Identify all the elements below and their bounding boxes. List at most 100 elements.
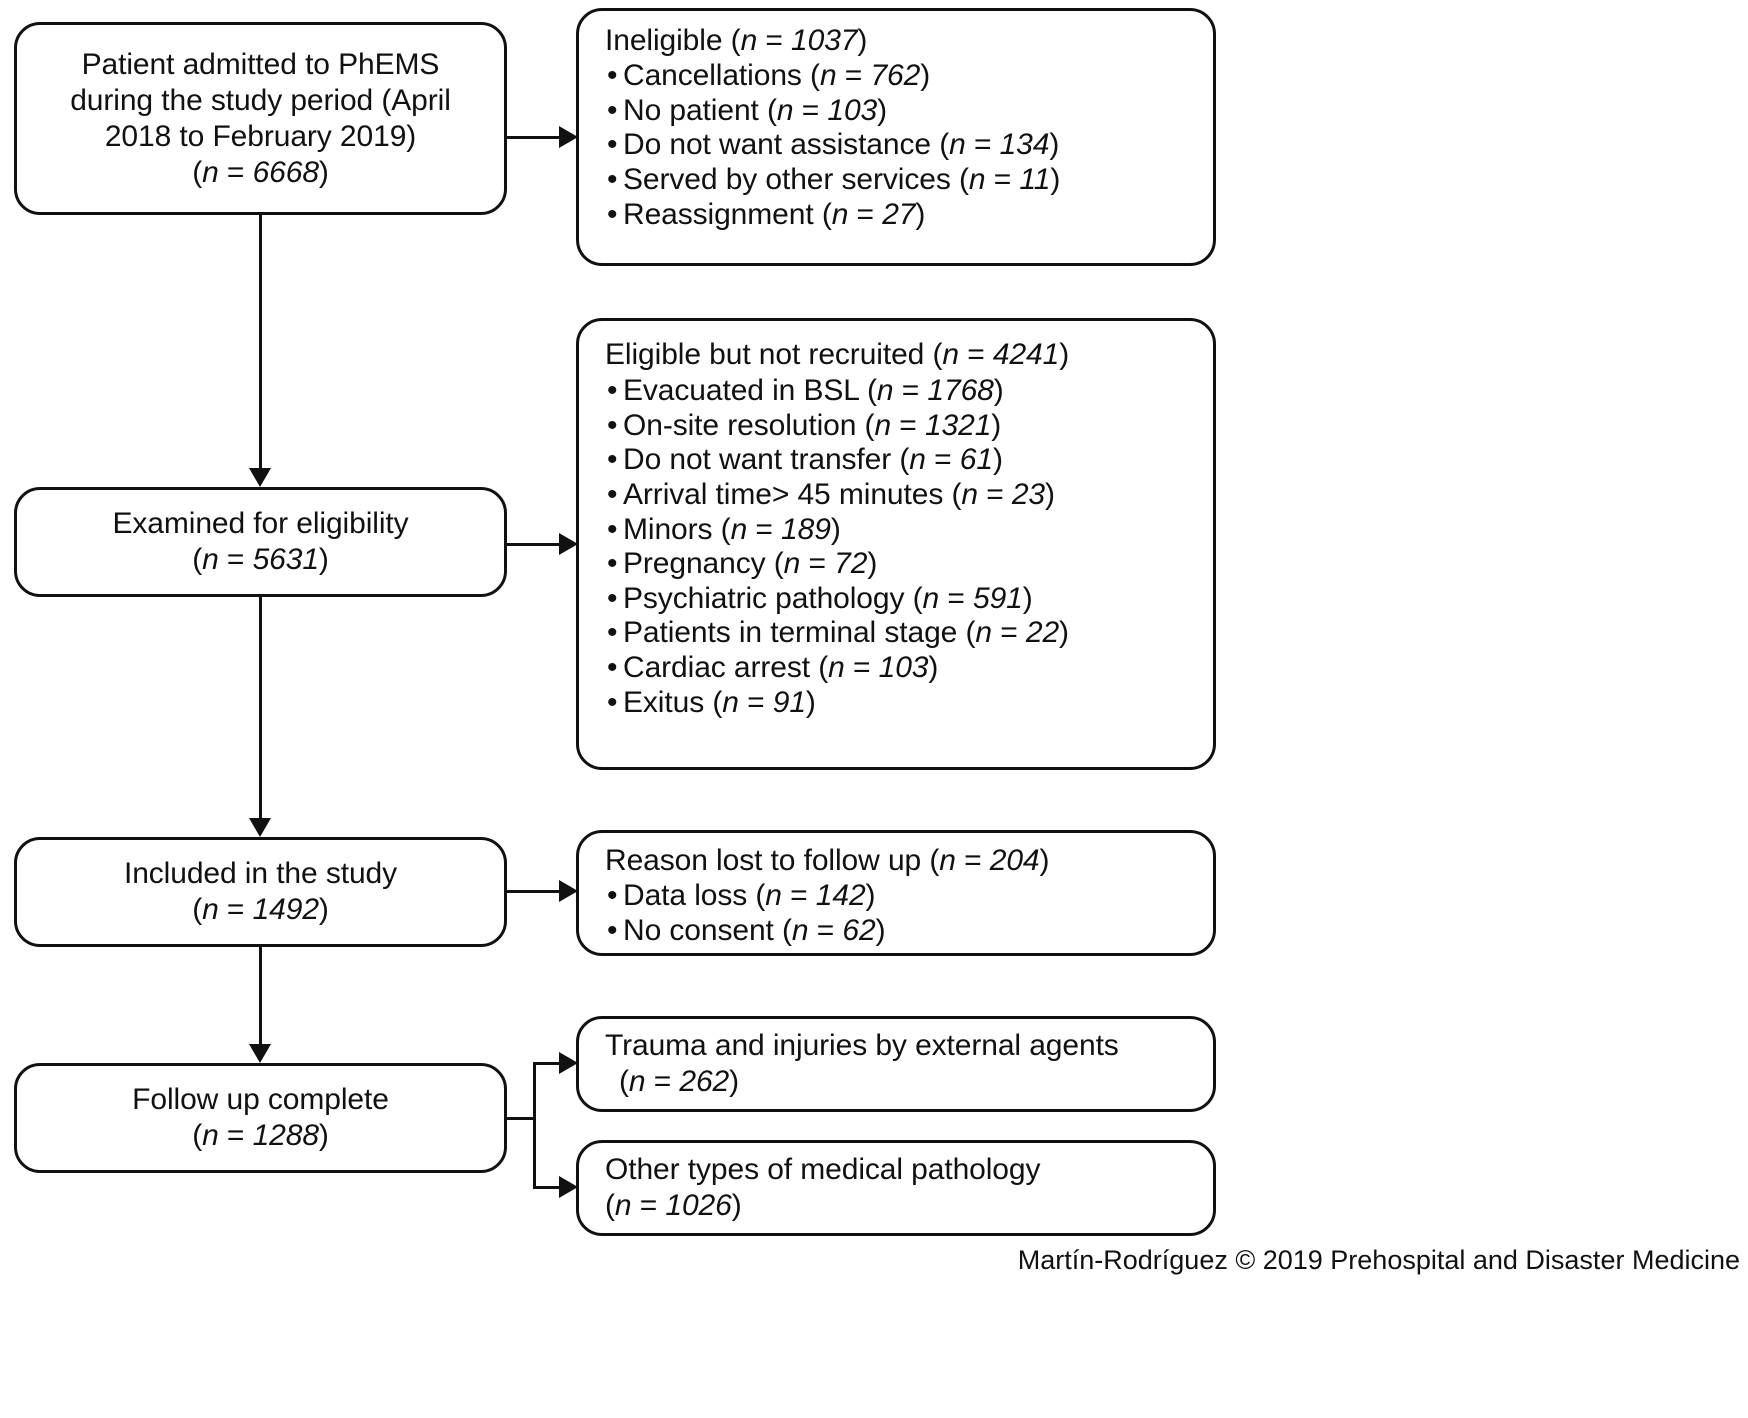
not-recruited-item-label: Cardiac arrest xyxy=(623,651,810,685)
arrowhead-down-included xyxy=(249,818,271,837)
not-recruited-item: •Evacuated in BSL (n = 1768) xyxy=(607,374,1004,407)
lost-heading-n: 204 xyxy=(989,844,1040,877)
complete-label: Follow up complete xyxy=(132,1083,389,1116)
patient-admitted-box: Patient admitted to PhEMS during the stu… xyxy=(14,22,507,215)
bullet-icon: • xyxy=(607,616,618,650)
not-recruited-item: •Minors (n = 189) xyxy=(607,512,841,546)
examined-n-value: 5631 xyxy=(252,543,319,576)
ineligible-item: •Served by other services (n = 11) xyxy=(607,162,1061,196)
arrowhead-down-complete xyxy=(249,1044,271,1063)
medical-n-value: 1026 xyxy=(665,1189,732,1222)
arrowhead-right-medical xyxy=(559,1176,578,1198)
not-recruited-item-n: 591 xyxy=(973,581,1023,615)
connector-complete-to-medical xyxy=(533,1186,561,1189)
admitted-n-value: 6668 xyxy=(252,155,319,189)
arrowhead-right-trauma xyxy=(559,1052,578,1074)
not-recruited-item-n: 61 xyxy=(959,443,993,477)
bullet-icon: • xyxy=(607,913,618,947)
eligible-not-recruited-box: Eligible but not recruited (n = 4241) •E… xyxy=(576,318,1216,770)
ineligible-item-label: No patient xyxy=(623,93,759,127)
bullet-icon: • xyxy=(607,128,618,162)
not-recruited-item: •Pregnancy (n = 72) xyxy=(607,547,878,581)
complete-n-value: 1288 xyxy=(252,1119,319,1152)
lost-item: •Data loss (n = 142) xyxy=(607,879,876,912)
ineligible-item-n: 11 xyxy=(1019,162,1051,196)
connector-included-to-lost xyxy=(507,890,559,893)
examined-n-line: (n = 5631) xyxy=(192,543,329,576)
medical-line-1: Other types of medical pathology xyxy=(605,1153,1041,1186)
connector-complete-bracket xyxy=(533,1062,536,1188)
lost-item-label: No consent xyxy=(623,913,774,947)
trauma-line-1: Trauma and injuries by external agents xyxy=(605,1029,1119,1062)
trauma-n-value: 262 xyxy=(679,1065,730,1098)
connector-examined-to-included xyxy=(259,597,262,818)
bullet-icon: • xyxy=(607,512,618,546)
not-recruited-item-n: 1768 xyxy=(927,374,994,407)
arrowhead-down-examined xyxy=(249,468,271,487)
not-recruited-item-label: On-site resolution xyxy=(623,408,857,442)
bullet-icon: • xyxy=(607,477,618,511)
ineligible-heading-n: 1037 xyxy=(791,24,858,57)
connector-admitted-to-ineligible xyxy=(507,136,559,139)
not-recruited-heading: Eligible but not recruited (n = 4241) xyxy=(605,338,1070,371)
not-recruited-heading-text: Eligible but not recruited xyxy=(605,338,925,371)
ineligible-box: Ineligible (n = 1037) •Cancellations (n … xyxy=(576,8,1216,266)
ineligible-heading-text: Ineligible xyxy=(605,24,723,57)
admitted-n-line: (n = 6668) xyxy=(192,155,329,189)
trauma-external-agents-box: Trauma and injuries by external agents (… xyxy=(576,1016,1216,1112)
ineligible-item-label: Do not want assistance xyxy=(623,128,931,162)
connector-examined-to-not-recruited xyxy=(507,543,559,546)
not-recruited-item-n: 103 xyxy=(878,651,929,685)
not-recruited-item: •Arrival time> 45 minutes (n = 23) xyxy=(607,477,1055,511)
lost-heading: Reason lost to follow up (n = 204) xyxy=(605,844,1050,877)
bullet-icon: • xyxy=(607,162,618,196)
ineligible-item-label: Served by other services xyxy=(623,162,951,196)
arrowhead-right-ineligible xyxy=(559,126,578,148)
bullet-icon: • xyxy=(607,93,618,127)
admitted-line-2: during the study period (April xyxy=(70,83,451,117)
not-recruited-item-label: Exitus xyxy=(623,685,705,719)
not-recruited-item-label: Psychiatric pathology xyxy=(623,581,905,615)
included-in-study-box: Included in the study (n = 1492) xyxy=(14,837,507,947)
not-recruited-item-n: 189 xyxy=(781,512,831,546)
ineligible-item: •Reassignment (n = 27) xyxy=(607,197,926,231)
ineligible-item: •Do not want assistance (n = 134) xyxy=(607,128,1060,162)
not-recruited-item: •Exitus (n = 91) xyxy=(607,685,816,719)
not-recruited-item: •Do not want transfer (n = 61) xyxy=(607,443,1003,477)
not-recruited-item-n: 1321 xyxy=(924,408,992,442)
bullet-icon: • xyxy=(607,651,618,685)
not-recruited-item-label: Evacuated in BSL xyxy=(623,374,859,407)
lost-item-n: 142 xyxy=(815,879,866,912)
lost-item-label: Data loss xyxy=(623,879,748,912)
connector-included-to-complete xyxy=(259,947,262,1044)
ineligible-item-n: 27 xyxy=(882,197,916,231)
connector-admitted-to-examined xyxy=(259,215,262,468)
arrowhead-right-lost xyxy=(559,880,578,902)
follow-up-complete-box: Follow up complete (n = 1288) xyxy=(14,1063,507,1173)
trauma-n-line: (n = 262) xyxy=(619,1065,740,1098)
lost-item-n: 62 xyxy=(842,913,876,947)
not-recruited-item: •Cardiac arrest (n = 103) xyxy=(607,651,939,685)
ineligible-item: •Cancellations (n = 762) xyxy=(607,59,931,92)
included-label: Included in the study xyxy=(123,857,398,890)
bullet-icon: • xyxy=(607,547,618,581)
not-recruited-item-n: 72 xyxy=(834,547,868,581)
ineligible-item-label: Cancellations xyxy=(623,59,802,92)
ineligible-heading: Ineligible (n = 1037) xyxy=(605,24,868,57)
not-recruited-item: •Psychiatric pathology (n = 591) xyxy=(607,581,1033,615)
not-recruited-item-label: Patients in terminal stage xyxy=(623,616,958,650)
included-n-line: (n = 1492) xyxy=(192,893,329,926)
examined-label: Examined for eligibility xyxy=(112,507,409,540)
copyright-credit: Martín-Rodríguez © 2019 Prehospital and … xyxy=(1017,1245,1740,1275)
included-n-value: 1492 xyxy=(252,893,319,926)
connector-complete-stem xyxy=(507,1117,535,1120)
bullet-icon: • xyxy=(607,879,618,912)
not-recruited-item: •On-site resolution (n = 1321) xyxy=(607,408,1002,442)
bullet-icon: • xyxy=(607,581,618,615)
bullet-icon: • xyxy=(607,408,618,442)
not-recruited-item-n: 23 xyxy=(1011,477,1046,511)
ineligible-item-label: Reassignment xyxy=(623,197,814,231)
bullet-icon: • xyxy=(607,197,618,231)
medical-n-line: (n = 1026) xyxy=(605,1189,742,1222)
